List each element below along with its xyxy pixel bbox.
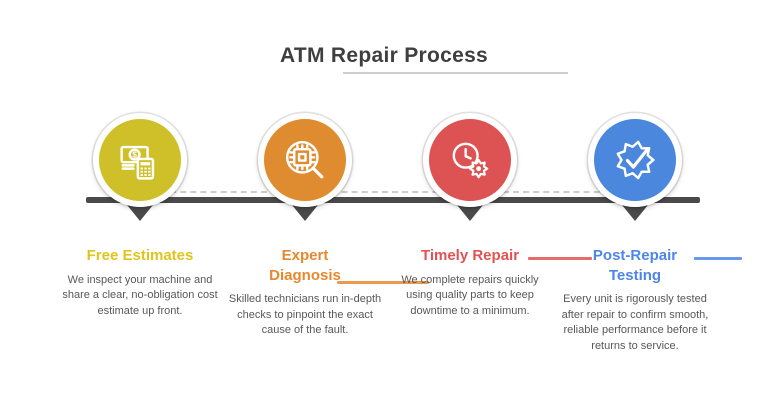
label-extension-line-blue [694,257,742,260]
timeline-dashed-line [150,191,640,193]
step-description: Every unit is rigorously tested after re… [561,293,709,352]
step-description: We complete repairs quickly using qualit… [401,273,539,317]
step-column-expert-diagnosis: Expert Diagnosis Skilled technicians run… [220,246,390,339]
step-circle-free-estimates: $ [93,113,187,207]
timeline-line [86,197,700,203]
label-extension-line-orange [337,281,429,284]
step-description: We inspect your machine and share a clea… [62,273,218,317]
step-label: Expert Diagnosis [220,246,390,285]
step-circle-timely-repair [423,113,517,207]
step-column-timely-repair: Timely Repair We complete repairs quickl… [385,246,555,319]
page-title: ATM Repair Process [279,44,489,67]
chip-magnifier-icon [278,133,332,187]
step-description: Skilled technicians run in-depth checks … [228,293,382,337]
step-circle-post-repair-testing [588,113,682,207]
gear-checkmark-icon [608,133,662,187]
clock-gear-icon [443,133,497,187]
step-label-line: Diagnosis [269,266,341,284]
step-arrow [457,205,483,221]
step-label: Timely Repair [385,246,555,266]
svg-text:$: $ [132,151,137,160]
step-label-line: Expert [281,247,329,264]
title-underline [343,72,568,74]
step-arrow [622,205,648,221]
step-circle-expert-diagnosis [258,113,352,207]
step-label: Post-Repair Testing [550,246,720,285]
step-label-line: Post-Repair [592,247,678,264]
label-extension-line-red [528,257,592,260]
step-label-line: Free Estimates [86,247,194,264]
step-label: Free Estimates [55,246,225,266]
step-column-free-estimates: Free Estimates We inspect your machine a… [55,246,225,319]
step-label-line: Testing [608,266,662,284]
step-arrow [127,205,153,221]
step-label-line: Timely Repair [420,247,520,264]
step-arrow [292,205,318,221]
step-column-post-repair-testing: Post-Repair Testing Every unit is rigoro… [550,246,720,354]
cash-calculator-icon: $ [113,133,167,187]
